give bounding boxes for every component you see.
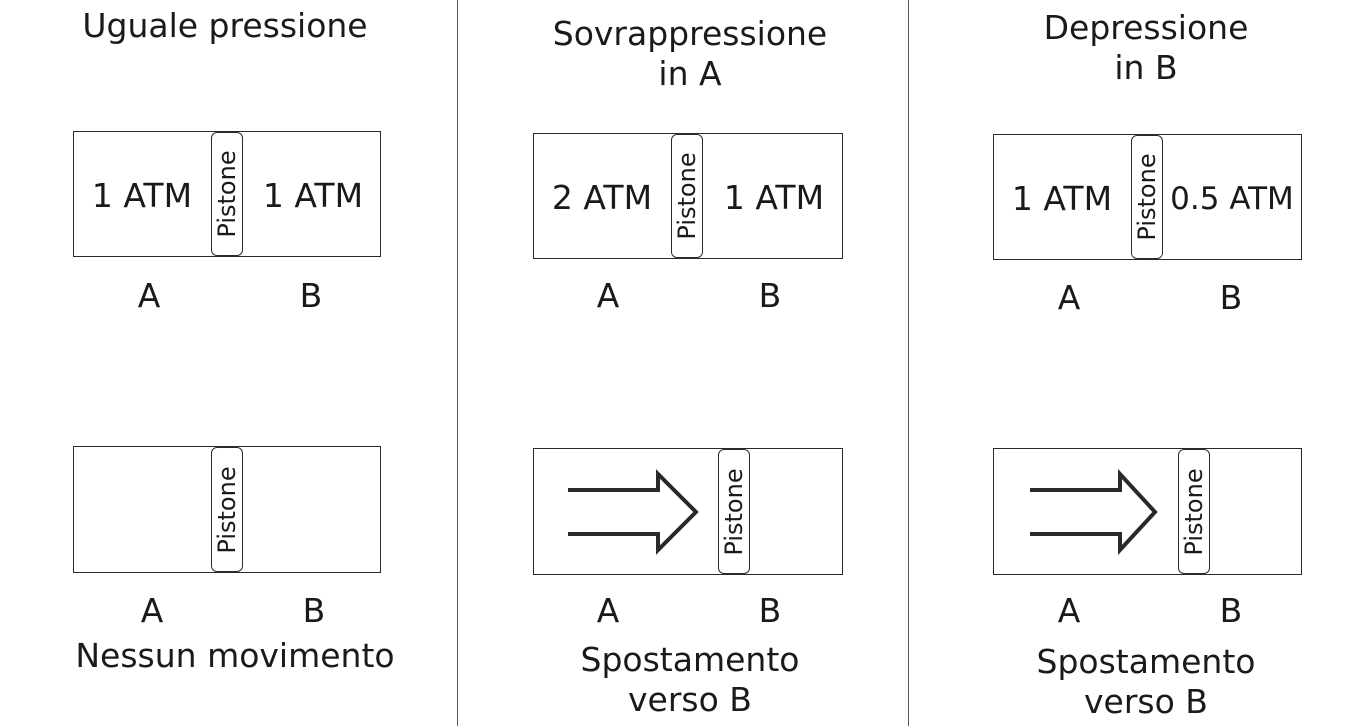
piston: Pistone — [1178, 449, 1210, 574]
piston-label: Pistone — [1133, 153, 1161, 241]
label-a: A — [140, 591, 164, 630]
chamber-b-pressure: 1 ATM — [723, 178, 825, 217]
label-a: A — [596, 591, 620, 630]
label-b: B — [1219, 278, 1243, 317]
panel-caption: Spostamento verso B — [1036, 642, 1256, 721]
panel-caption: Spostamento verso B — [580, 640, 800, 719]
piston: Pistone — [718, 449, 750, 574]
cylinder-top: 2 ATM Pistone 1 ATM — [533, 133, 843, 259]
piston-label: Pistone — [213, 150, 241, 238]
label-a: A — [596, 276, 620, 315]
label-b: B — [299, 276, 323, 315]
panel-title: Sovrappressione in A — [552, 14, 828, 93]
piston-label: Pistone — [720, 467, 748, 556]
cylinder-bottom: Pistone — [533, 448, 843, 575]
piston-label: Pistone — [213, 465, 241, 554]
label-a: A — [137, 276, 161, 315]
panel-divider — [908, 0, 909, 726]
cylinder-top: 1 ATM Pistone 1 ATM — [73, 131, 381, 257]
panel-title: Uguale pressione — [82, 6, 368, 45]
cylinder-top: 1 ATM Pistone 0.5 ATM — [993, 134, 1302, 260]
label-b: B — [758, 276, 782, 315]
chamber-b-pressure: 1 ATM — [262, 176, 364, 215]
label-a: A — [1057, 278, 1081, 317]
label-b: B — [1219, 591, 1243, 630]
panel-title: Depressione in B — [1043, 8, 1249, 87]
chamber-a-pressure: 1 ATM — [91, 176, 193, 215]
chamber-a-pressure: 1 ATM — [1011, 179, 1113, 218]
double-arrow-right-icon — [1030, 468, 1158, 556]
label-a: A — [1057, 591, 1081, 630]
chamber-b-pressure: 0.5 ATM — [1170, 181, 1294, 217]
piston-label: Pistone — [673, 152, 701, 240]
piston-label: Pistone — [1180, 467, 1208, 556]
piston: Pistone — [1131, 135, 1163, 259]
piston: Pistone — [211, 132, 243, 256]
chamber-a-pressure: 2 ATM — [551, 178, 653, 217]
cylinder-bottom: Pistone — [993, 448, 1302, 575]
piston: Pistone — [671, 134, 703, 258]
double-arrow-right-icon — [568, 469, 699, 555]
panel-caption: Nessun movimento — [75, 636, 395, 675]
piston: Pistone — [211, 447, 243, 572]
panel-divider — [457, 0, 458, 726]
label-b: B — [758, 591, 782, 630]
cylinder-bottom: Pistone — [73, 446, 381, 573]
label-b: B — [302, 591, 326, 630]
